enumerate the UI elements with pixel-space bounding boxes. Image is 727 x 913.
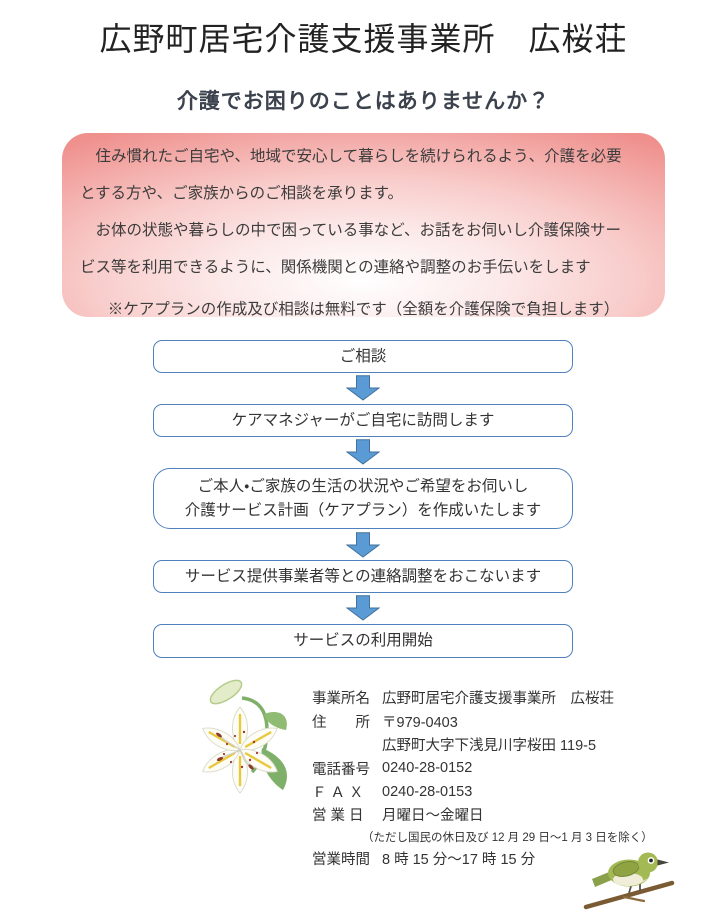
flow-step-service-start: サービスの利用開始 bbox=[153, 624, 573, 658]
white-eye-bird-icon bbox=[583, 852, 675, 910]
contact-label: 住 所 bbox=[312, 714, 370, 731]
contact-value: 月曜日～金曜日 bbox=[382, 808, 484, 824]
contact-row-business-hours: 営業時間 8 時 15 分～17 時 15 分 bbox=[312, 848, 712, 870]
flow-step-home-visit: ケアマネジャーがご自宅に訪問します bbox=[153, 404, 573, 437]
contact-label: 電話番号 bbox=[312, 761, 370, 778]
intro-highlight-box: 住み慣れたご自宅や、地域で安心して暮らしを続けられるよう、介護を必要 とする方や… bbox=[62, 133, 665, 318]
flow-step-label: ご本人・ご家族の生活の状況やご希望をお伺いし 介護サービス計画（ケアプラン）を作… bbox=[184, 477, 542, 519]
down-arrow-shape bbox=[346, 532, 380, 558]
down-arrow-shape bbox=[346, 595, 380, 621]
contact-label: Ｆ Ａ Ｘ bbox=[312, 785, 364, 802]
page-subtitle: 介護でお困りのことはありませんか？ bbox=[176, 90, 551, 113]
contact-value: 広野町居宅介護支援事業所 広桜荘 bbox=[382, 691, 614, 708]
down-arrow-icon bbox=[346, 595, 380, 621]
lily-flower-icon bbox=[202, 679, 287, 794]
lily-spots bbox=[222, 730, 259, 769]
contact-value: 〒979-0403 bbox=[382, 714, 458, 731]
flow-step-label: サービスの利用開始 bbox=[293, 632, 433, 649]
contact-value: 0240-28-0152 bbox=[382, 760, 473, 777]
contact-value: 8 時 15 分～17 時 15 分 bbox=[382, 852, 536, 868]
flow-step-label: ケアマネジャーがご自宅に訪問します bbox=[231, 411, 495, 429]
contact-label: 営 業 日 bbox=[312, 808, 364, 824]
flow-step-label: サービス提供事業者等との連絡調整をおこないます bbox=[184, 567, 542, 585]
down-arrow-icon bbox=[346, 532, 380, 558]
lily-stamens bbox=[216, 732, 254, 770]
page-title: 広野町居宅介護支援事業所 広桜荘 bbox=[99, 21, 628, 57]
intro-free-note: ※ケアプランの作成及び相談は無料です（全額を介護保険で負担します） bbox=[107, 301, 620, 318]
flow-step-label: ご相談 bbox=[339, 347, 387, 365]
contact-label: 営業時間 bbox=[312, 852, 370, 868]
contact-value: 0240-28-0153 bbox=[382, 783, 473, 800]
branch bbox=[583, 880, 675, 910]
contact-row-office-name: 事業所名 広野町居宅介護支援事業所 広桜荘 bbox=[312, 686, 712, 710]
flow-step-care-plan: ご本人・ご家族の生活の状況やご希望をお伺いし 介護サービス計画（ケアプラン）を作… bbox=[153, 468, 573, 529]
contact-value: （ただし国民の休日及び 12 月 29 日～1 月 3 日を除く） bbox=[362, 831, 653, 844]
intro-paragraph-2: お体の状態や暮らしの中で困っている事など、お話をお伺いし介護保険サー ビス等を利… bbox=[80, 222, 621, 276]
down-arrow-shape bbox=[346, 439, 380, 465]
contact-value: 広野町大字下浅見川字桜田 119-5 bbox=[382, 738, 597, 755]
down-arrow-icon bbox=[346, 439, 380, 465]
contact-row-address-line2: 広野町大字下浅見川字桜田 119-5 bbox=[312, 733, 712, 757]
contact-row-business-days: 営 業 日 月曜日～金曜日 bbox=[312, 804, 712, 826]
contact-row-address: 住 所 〒979-0403 bbox=[312, 710, 712, 734]
bird-body bbox=[592, 852, 669, 894]
down-arrow-icon bbox=[346, 375, 380, 401]
contact-info: 事業所名 広野町居宅介護支援事業所 広桜荘 住 所 〒979-0403 広野町大… bbox=[312, 686, 712, 870]
flow-step-consultation: ご相談 bbox=[153, 340, 573, 373]
contact-label: 事業所名 bbox=[312, 691, 370, 708]
lily-petals bbox=[202, 706, 278, 794]
contact-row-holiday-note: （ただし国民の休日及び 12 月 29 日～1 月 3 日を除く） bbox=[312, 826, 712, 848]
contact-row-fax: Ｆ Ａ Ｘ 0240-28-0153 bbox=[312, 780, 712, 804]
flow-step-coordination: サービス提供事業者等との連絡調整をおこないます bbox=[153, 560, 573, 593]
down-arrow-shape bbox=[346, 375, 380, 401]
intro-paragraph-1: 住み慣れたご自宅や、地域で安心して暮らしを続けられるよう、介護を必要 とする方や… bbox=[80, 148, 622, 202]
contact-row-phone: 電話番号 0240-28-0152 bbox=[312, 757, 712, 781]
